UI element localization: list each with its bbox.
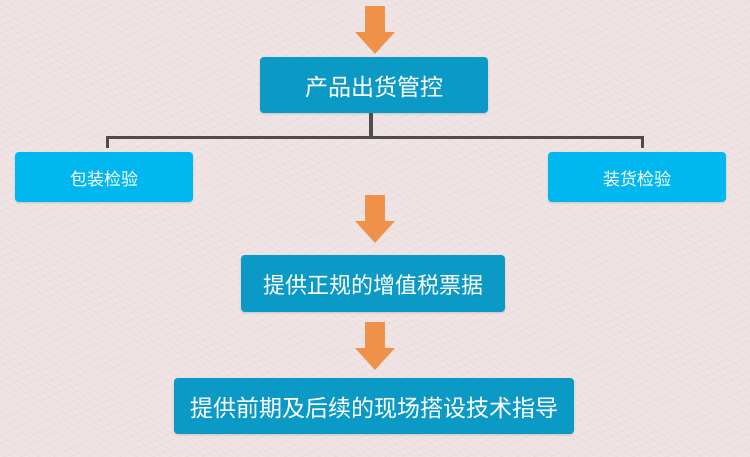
node-label: 装货检验 <box>603 169 671 190</box>
node-label: 提供前期及后续的现场搭设技术指导 <box>190 396 558 422</box>
arrow-down-icon <box>355 195 395 243</box>
node-loading-inspection: 装货检验 <box>548 152 726 202</box>
node-label: 产品出货管控 <box>305 75 443 101</box>
connector-horizontal <box>106 136 644 139</box>
node-packaging-inspection: 包装检验 <box>15 152 193 202</box>
arrow-down-icon <box>355 322 395 370</box>
connector-right-drop <box>641 136 644 148</box>
node-product-shipping-control: 产品出货管控 <box>260 57 488 113</box>
arrow-down-icon <box>355 6 395 54</box>
node-label: 包装检验 <box>70 169 138 190</box>
connector-left-drop <box>106 136 109 148</box>
node-formal-vat-invoice: 提供正规的增值税票据 <box>241 255 505 312</box>
connector-vertical-main <box>369 113 373 138</box>
node-onsite-setup-guidance: 提供前期及后续的现场搭设技术指导 <box>174 378 574 434</box>
node-label: 提供正规的增值税票据 <box>262 273 483 299</box>
